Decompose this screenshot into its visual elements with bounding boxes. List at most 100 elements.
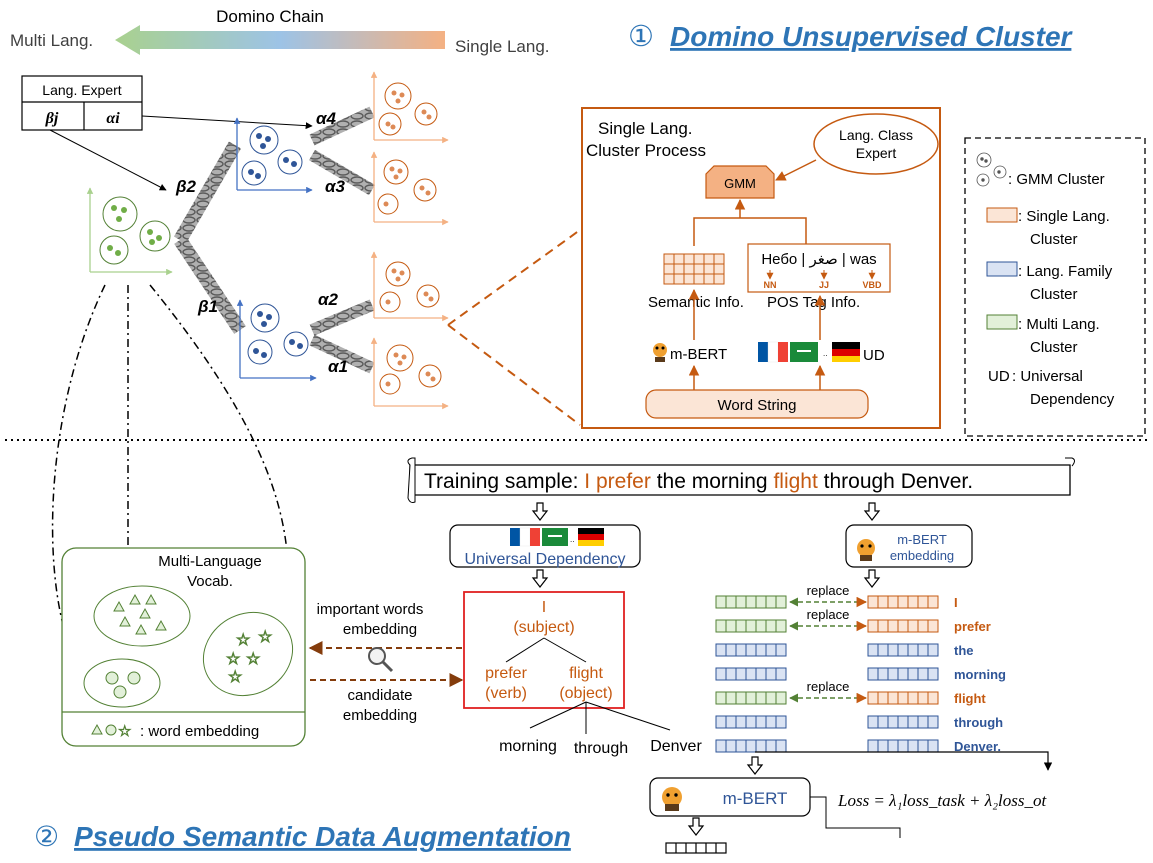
multi-language-vocab-box <box>61 547 306 747</box>
word-string-box <box>645 389 869 419</box>
tree-node-i: I <box>542 599 546 616</box>
section2-title: Pseudo Semantic Data Augmentation <box>74 821 571 852</box>
star-embeddings: ☆☆☆☆☆ <box>226 629 273 687</box>
dependency-tree-edges <box>505 637 671 734</box>
token-label: flight <box>954 691 986 706</box>
left-embedding-row <box>715 691 787 705</box>
vocab-star-cluster <box>202 611 294 697</box>
multi-lang-label: Multi Lang. <box>10 31 93 50</box>
multi-lang-cluster-plot <box>86 187 173 276</box>
token-label: Denver. <box>954 739 1001 754</box>
legend-single-2: Cluster <box>1030 231 1078 248</box>
left-embedding-row <box>715 619 787 633</box>
legend-multi-1: : Multi Lang. <box>1018 316 1100 333</box>
token-label: the <box>954 643 974 658</box>
alpha1-label: α1 <box>328 357 348 376</box>
legend-gmm-label: : GMM Cluster <box>1008 171 1105 188</box>
alpha2-label: α2 <box>318 290 339 309</box>
beta1-label: β1 <box>197 297 218 316</box>
replace-rows: Ireplacepreferreplacethemorningflightrep… <box>715 583 1006 754</box>
ud-flags-icon: .. <box>510 527 604 547</box>
word-string-label: Word String <box>718 397 797 414</box>
token-label: through <box>954 715 1003 730</box>
tree-leaf-morning: morning <box>499 738 557 755</box>
legend-gmm-icon <box>976 152 1007 187</box>
mbert-embedding-icon <box>857 539 875 561</box>
legend-single-1: : Single Lang. <box>1018 208 1110 225</box>
section1-title: Domino Unsupervised Cluster <box>670 21 1074 52</box>
mbert-model-label: m-BERT <box>723 789 788 808</box>
section1-number: ① <box>628 21 654 53</box>
right-embedding-row <box>867 739 939 753</box>
ud-box-label: Universal Dependency <box>465 551 626 568</box>
lang-family-cluster-plot-lower <box>236 299 317 382</box>
left-embedding-row <box>715 667 787 681</box>
lang-class-expert-oval <box>813 113 939 175</box>
tree-leaf-denver: Denver <box>650 738 702 755</box>
token-label: I <box>954 595 958 610</box>
pos-tag-box <box>747 243 891 293</box>
single-lang-cluster-plots <box>370 71 449 410</box>
mbert-embedding-line2: embedding <box>890 548 954 563</box>
lang-class-expert-line1: Lang. Class <box>839 127 913 143</box>
svg-text:..: .. <box>570 535 574 544</box>
legend-ud-abbr: UD <box>988 368 1010 385</box>
to-loss-line <box>755 751 1053 771</box>
legend-ud-2: Dependency <box>1030 391 1115 408</box>
lang-family-cluster-plot-upper <box>233 117 313 194</box>
semantic-embedding-grid <box>663 253 725 285</box>
training-sample-text: Training sample: I prefer the morning fl… <box>424 470 973 493</box>
tree-leaf-through: through <box>574 740 628 757</box>
candidate-line1: candidate <box>347 687 412 704</box>
pos-tag-jj: JJ <box>819 280 829 290</box>
beta-j: βj <box>45 110 59 127</box>
legend-multi-2: Cluster <box>1030 339 1078 356</box>
word-embedding-legend-icons: ☆ <box>91 723 132 740</box>
legend-single-swatch <box>986 207 1018 223</box>
section2-number: ② <box>34 821 59 852</box>
flags-icon: .. <box>758 341 860 363</box>
replace-label: replace <box>807 583 850 598</box>
vocab-triangle-cluster <box>93 585 191 647</box>
final-embedding <box>665 842 727 854</box>
domino-chain-arrow <box>115 25 445 55</box>
circle-embeddings <box>105 671 141 699</box>
legend-multi-swatch <box>986 314 1018 330</box>
dependency-tree-box <box>463 591 625 709</box>
legend-family-swatch <box>986 261 1018 277</box>
token-label: prefer <box>954 619 991 634</box>
pos-tag-vbd: VBD <box>862 280 882 290</box>
gmm-label: GMM <box>724 176 756 191</box>
mbert-model-icon <box>662 787 682 811</box>
svg-text:☆: ☆ <box>258 629 272 646</box>
gmm-box <box>705 165 775 199</box>
hollow-down-arrows <box>531 502 881 836</box>
left-embedding-row <box>715 595 787 609</box>
expert-to-beta2-arrow <box>49 129 167 191</box>
svg-text:☆: ☆ <box>228 669 242 686</box>
domino-chain-label: Domino Chain <box>216 7 324 26</box>
zoom-line-bottom <box>447 324 581 426</box>
legend-family-1: : Lang. Family <box>1018 263 1113 280</box>
right-embedding-row <box>867 715 939 729</box>
ud-process-label: UD <box>863 347 885 364</box>
left-embedding-row <box>715 643 787 657</box>
tree-node-flight: flight <box>569 665 603 682</box>
svg-text:☆: ☆ <box>118 723 131 740</box>
lang-expert-header: Lang. Expert <box>42 82 121 98</box>
expert-to-alpha4-arrow <box>141 115 313 130</box>
process-title-line1: Single Lang. <box>598 119 693 138</box>
mbert-embedding-box <box>845 524 973 568</box>
svg-text:☆: ☆ <box>236 632 250 649</box>
important-words-line2: embedding <box>343 621 417 638</box>
right-embedding-row <box>867 619 939 633</box>
right-embedding-row <box>867 667 939 681</box>
replace-label: replace <box>807 679 850 694</box>
svg-text:☆: ☆ <box>226 651 240 668</box>
alpha4-label: α4 <box>316 109 337 128</box>
vocab-title-line2: Vocab. <box>187 573 233 590</box>
replace-label: replace <box>807 607 850 622</box>
single-lang-label: Single Lang. <box>455 37 550 56</box>
mbert-embedding-line1: m-BERT <box>897 532 947 547</box>
